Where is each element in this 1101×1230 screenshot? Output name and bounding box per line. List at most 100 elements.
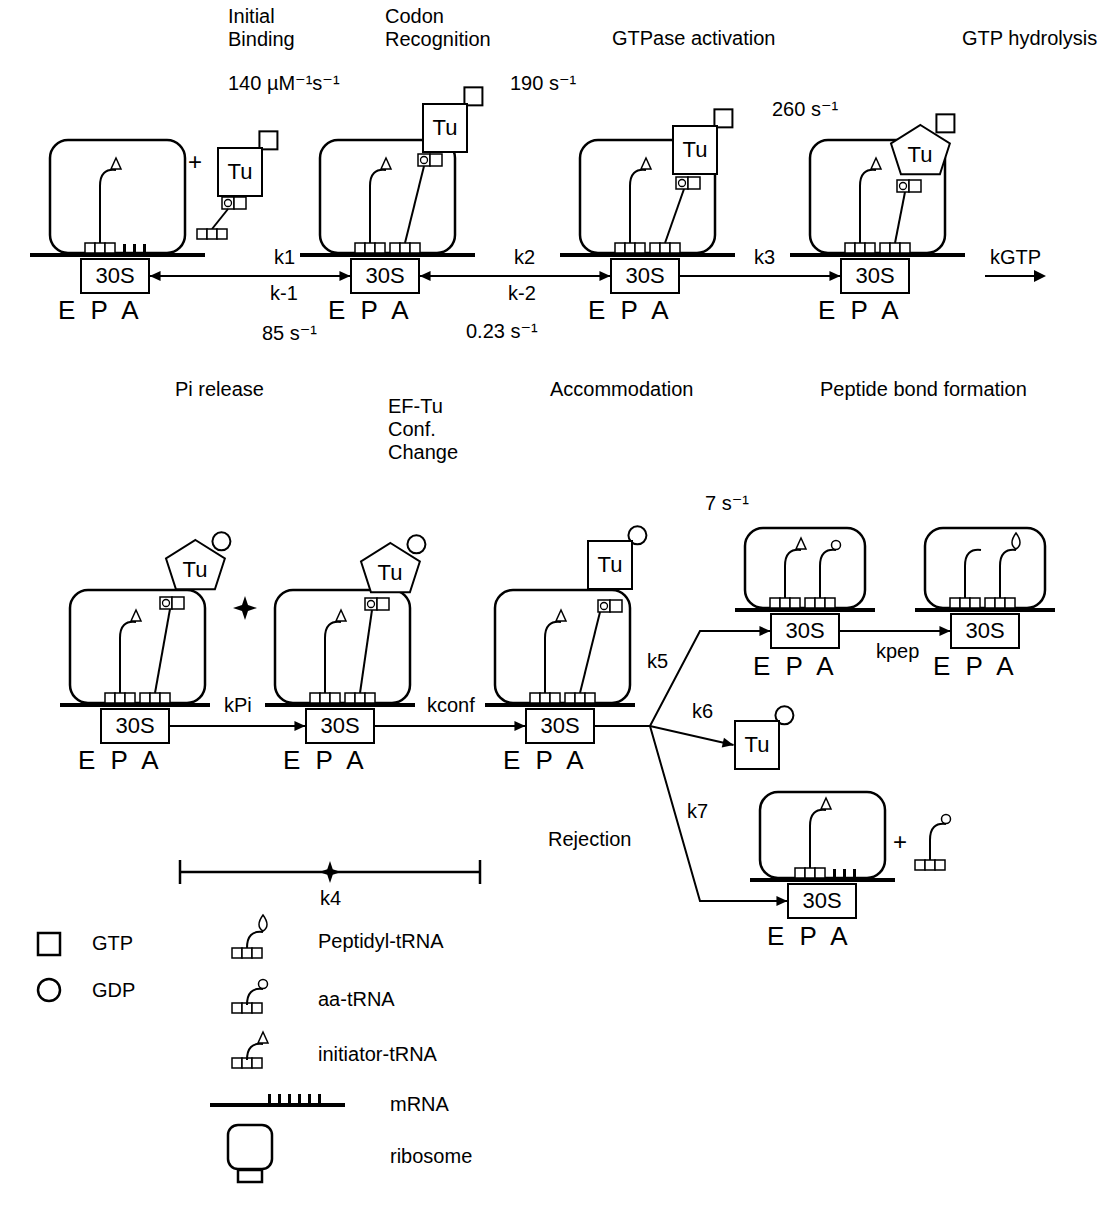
- initiator-tip: [796, 538, 806, 549]
- arrow-line: [680, 275, 841, 277]
- rate-constant: k1: [272, 246, 297, 269]
- plus-sign: +: [893, 828, 907, 856]
- phosphate-star: [233, 596, 257, 620]
- ef-tu-box: Tu: [422, 103, 469, 152]
- subunit-box: 30S: [787, 883, 856, 918]
- codon-tick: [843, 869, 846, 878]
- legend-label: ribosome: [390, 1145, 472, 1168]
- site-label: E P A: [818, 296, 903, 326]
- trna-arm-box: [418, 154, 430, 166]
- ef-tu-box: Tu: [734, 720, 781, 769]
- mrna-strand: [560, 253, 735, 257]
- initiator-tip: [131, 610, 141, 621]
- trna-body: [820, 550, 836, 598]
- subunit-box: 30S: [80, 258, 149, 293]
- node-label: Tu: [683, 137, 708, 162]
- trna-arm-box: [365, 598, 377, 610]
- trna-stem: [212, 209, 228, 229]
- node-label: 30S: [115, 713, 154, 738]
- anticodon-box: [565, 693, 575, 703]
- anticodon-box: [310, 693, 320, 703]
- codon-tick: [123, 244, 126, 253]
- node-label: Tu: [228, 159, 253, 184]
- anticodon-box: [790, 598, 800, 608]
- arrow-head: [1034, 270, 1046, 282]
- reaction-arrow: [680, 271, 841, 281]
- anticodon-box: [925, 860, 935, 870]
- ef-tu-pentagon: Tu: [890, 124, 951, 175]
- subunit-box: 30S: [840, 258, 909, 293]
- rate-value: 0.23 s⁻¹: [466, 320, 538, 343]
- anticodon-box: [105, 243, 115, 253]
- codon-tick: [308, 1094, 311, 1103]
- subunit-box: 30S: [100, 708, 169, 743]
- anticodon-box: [115, 693, 125, 703]
- trna-body: [120, 622, 136, 693]
- trna-body: [785, 550, 801, 598]
- rate-value: 85 s⁻¹: [262, 322, 317, 345]
- arrow-head: [776, 896, 787, 906]
- trna-body: [965, 550, 981, 598]
- peptide-drop: [1012, 533, 1020, 549]
- anticodon-box: [207, 229, 217, 239]
- anticodon-box: [970, 598, 980, 608]
- anticodon-box: [140, 693, 150, 703]
- arrow-line: [170, 725, 306, 727]
- pentagon-shape: [166, 540, 225, 589]
- rate-constant: kpep: [874, 640, 921, 663]
- anticodon-box: [150, 693, 160, 703]
- trna-stem: [405, 166, 424, 243]
- node-label: 30S: [855, 263, 894, 288]
- bracket-end: [179, 860, 182, 884]
- trna-arm-box: [172, 597, 184, 609]
- phosphate-star: [319, 861, 341, 883]
- anticodon-box: [795, 868, 805, 878]
- ribosome-outline: [275, 590, 410, 703]
- gdp-symbol: [407, 535, 425, 553]
- stage-label: Rejection: [548, 828, 631, 851]
- trna-arm-box: [610, 600, 622, 612]
- codon-tick: [318, 1094, 321, 1103]
- anticodon-box: [865, 243, 875, 253]
- legend-label: Peptidyl-tRNA: [318, 930, 444, 953]
- trna-stem: [580, 612, 600, 693]
- anticodon-box: [345, 693, 355, 703]
- reaction-arrow: [170, 721, 306, 731]
- arrow-line: [985, 275, 1035, 277]
- trna-stem: [155, 609, 170, 693]
- mrna-strand: [300, 253, 475, 257]
- initiator-tip: [871, 158, 881, 169]
- amino-acid: [942, 815, 951, 824]
- trna-body: [810, 810, 826, 868]
- node-label: 30S: [320, 713, 359, 738]
- ef-tu-box: Tu: [672, 125, 719, 174]
- subunit-box: 30S: [525, 708, 594, 743]
- anticodon-box: [232, 1058, 242, 1068]
- ribosome-symbol: [228, 1125, 272, 1169]
- codon-tick: [133, 244, 136, 253]
- site-label: E P A: [753, 652, 838, 682]
- anticodon-box: [365, 693, 375, 703]
- ef-tu-pentagon: Tu: [360, 542, 421, 593]
- anticodon-box: [575, 693, 585, 703]
- site-label: E P A: [58, 296, 143, 326]
- anticodon-box: [825, 598, 835, 608]
- initiator-tip: [556, 610, 566, 621]
- peptide-drop: [259, 915, 267, 931]
- legend-label: GDP: [92, 979, 135, 1002]
- anticodon-box: [915, 860, 925, 870]
- rate-value: 260 s⁻¹: [772, 98, 838, 121]
- rate-value: 190 s⁻¹: [510, 72, 576, 95]
- initiator-tip: [258, 1032, 268, 1043]
- reaction-arrow: [595, 726, 788, 906]
- anticodon-box: [805, 598, 815, 608]
- node-label: Tu: [378, 560, 403, 585]
- arrow-head: [514, 721, 525, 731]
- anticodon-box: [410, 243, 420, 253]
- anticodon-box: [995, 598, 1005, 608]
- anticodon-box: [95, 243, 105, 253]
- node-label: 30S: [785, 618, 824, 643]
- ribosome-outline: [925, 528, 1045, 608]
- anticodon-box: [960, 598, 970, 608]
- anticodon-box: [625, 243, 635, 253]
